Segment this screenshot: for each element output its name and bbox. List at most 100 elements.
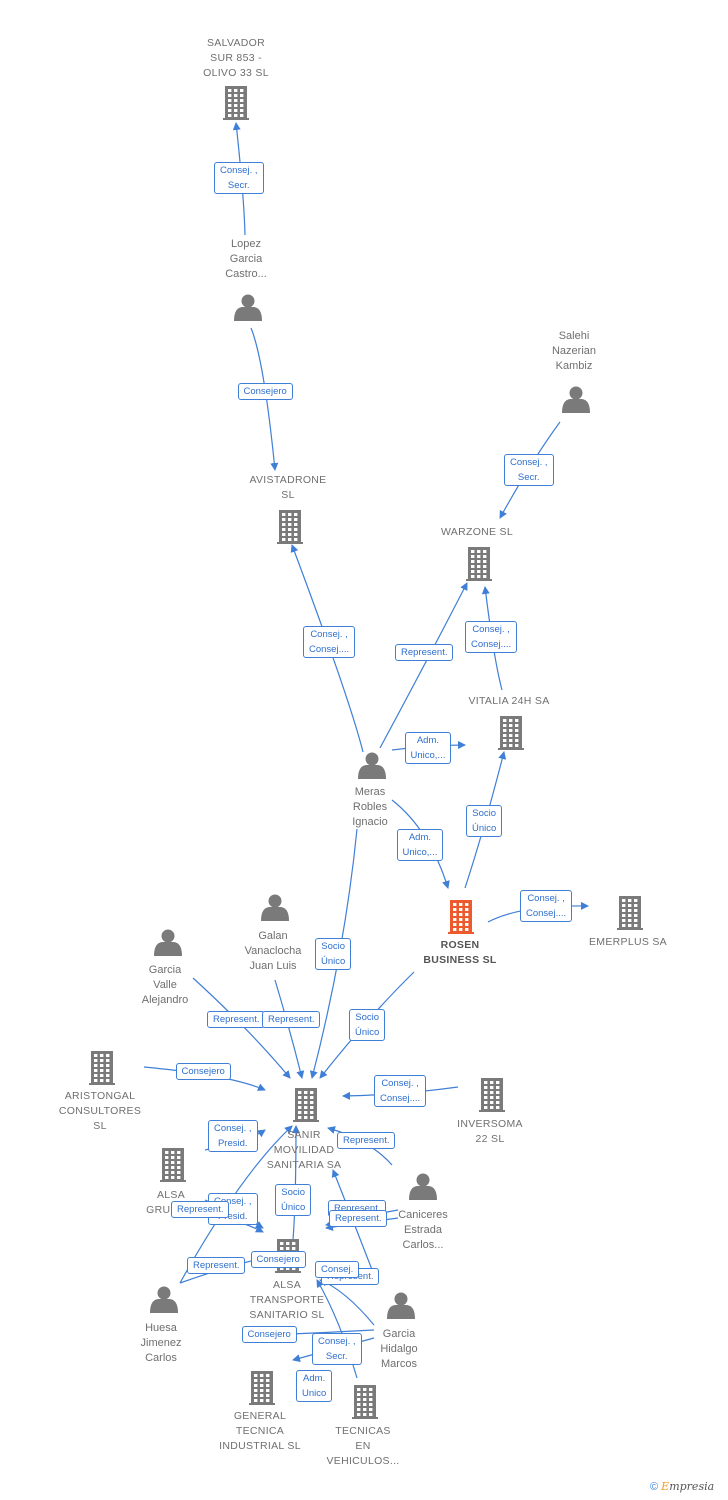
node-label-line: Caniceres [398, 1209, 448, 1221]
warzone-building-icon[interactable] [466, 547, 492, 581]
edge-label-line: Represent. [334, 1202, 381, 1214]
edge-label-galan-to-sanir[interactable]: Represent. [262, 1010, 321, 1028]
meras-person-icon[interactable] [358, 752, 386, 780]
edge-label-alsa_grupo-to-alsa_transporte[interactable]: Consej. ,Presid. [208, 1193, 258, 1225]
node-label-line: Kambiz [555, 360, 593, 372]
edge-label-garcia_hidalgo-to-alsa_transporte[interactable]: Consej. [315, 1260, 360, 1278]
node-label-alsa_transporte[interactable]: ALSA TRANSPORTE SANITARIO SL [222, 1278, 352, 1323]
node-label-line: Carlos... [402, 1239, 444, 1251]
edge-label-line: Consej. , [214, 1196, 252, 1207]
node-label-line: ALSA [272, 1279, 302, 1291]
edge-label-meras-to-vitalia[interactable]: Adm.Unico,... [404, 732, 452, 764]
caniceres-person-icon[interactable] [409, 1173, 437, 1201]
alsa_grupo-building-icon[interactable] [160, 1148, 186, 1182]
salvador-building-icon[interactable] [223, 86, 249, 120]
edge-label-line: Único [281, 1202, 306, 1213]
edge-label-lopez-to-avistadrone[interactable]: Consejero [237, 382, 293, 400]
node-label-line: AVISTADRONE [249, 474, 327, 486]
edge-label-alsa_grupo-to-alsa_transporte[interactable]: Represent. [171, 1200, 230, 1218]
node-label-line: Robles [352, 801, 388, 813]
edge-label-line: Socio [281, 1187, 306, 1198]
node-label-line: Huesa [145, 1322, 177, 1334]
node-label-line: Garcia [382, 1328, 416, 1340]
node-label-line: EN [355, 1440, 371, 1452]
edge-label-line: Consej. , [310, 629, 348, 640]
edge-lopez-to-avistadrone [250, 327, 279, 471]
edge-label-garcia_valle-to-sanir[interactable]: Represent. [207, 1010, 266, 1028]
edge-label-line: Secr. [325, 1351, 348, 1362]
edge-label-garcia_hidalgo-to-general_tecnica[interactable]: Consej. ,Secr. [312, 1333, 362, 1365]
rosen-building-icon[interactable] [448, 900, 474, 934]
avistadrone-building-icon[interactable] [277, 510, 303, 544]
edge-label-caniceres-to-sanir[interactable]: Represent. [337, 1131, 396, 1149]
lopez-person-icon[interactable] [234, 294, 262, 322]
node-label-line: SANITARIO SL [249, 1309, 325, 1321]
edge-label-tecnicas-to-alsa_transporte[interactable]: Adm.Unico [296, 1370, 333, 1402]
galan-person-icon[interactable] [261, 894, 289, 922]
node-label-line: Ignacio [352, 816, 388, 828]
sanir-building-icon[interactable] [293, 1088, 319, 1122]
edge-label-line: Consej.... [309, 644, 350, 655]
node-label-line: SL [281, 489, 295, 501]
node-label-avistadrone[interactable]: AVISTADRONE SL [223, 473, 353, 503]
edge-label-inversoma-to-sanir[interactable]: Consej. ,Consej.... [374, 1075, 427, 1107]
edge-label-meras-to-rosen[interactable]: Adm.Unico,... [396, 829, 444, 861]
edge-label-aristongal-to-sanir[interactable]: Consejero [175, 1062, 231, 1080]
node-label-line: Meras [354, 786, 386, 798]
edge-label-huesa-to-sanir[interactable]: Represent. [187, 1256, 246, 1274]
node-label-line: SUR 853 - [210, 52, 262, 64]
node-label-emerplus[interactable]: EMERPLUS SA [563, 935, 693, 950]
edge-label-garcia_hidalgo-to-alsa_transporte[interactable]: Consejero [241, 1325, 297, 1343]
node-label-warzone[interactable]: WARZONE SL [412, 525, 542, 540]
aristongal-building-icon[interactable] [89, 1051, 115, 1085]
edge-label-rosen-to-emerplus[interactable]: Consej. ,Consej.... [520, 890, 573, 922]
node-label-line: Estrada [404, 1224, 442, 1236]
node-label-line: TRANSPORTE [249, 1294, 325, 1306]
edge-label-vitalia-to-warzone[interactable]: Consej. ,Consej.... [465, 621, 518, 653]
edge-label-line: Consej.... [526, 908, 567, 919]
footer-credit: © Empresia [650, 1480, 714, 1493]
garcia_valle-person-icon[interactable] [154, 929, 182, 957]
node-label-line: Galan [258, 930, 288, 942]
node-label-vitalia[interactable]: VITALIA 24H SA [444, 694, 574, 709]
emerplus-building-icon[interactable] [617, 896, 643, 930]
edge-label-huesa-to-alsa_transporte[interactable]: Consejero [250, 1250, 306, 1268]
edge-label-meras-to-avistadrone[interactable]: Consej. , Consej.... [303, 626, 356, 658]
vitalia-building-icon[interactable] [498, 716, 524, 750]
edge-label-caniceres-to-alsa_transporte[interactable]: Represent. [329, 1209, 388, 1227]
general_tecnica-building-icon[interactable] [249, 1371, 275, 1405]
inversoma-building-icon[interactable] [479, 1078, 505, 1112]
node-label-line: Garcia [229, 253, 263, 265]
node-label-line: Nazerian [551, 345, 597, 357]
huesa-person-icon[interactable] [150, 1286, 178, 1314]
node-label-line: Juan Luis [249, 960, 297, 972]
garcia_hidalgo-person-icon[interactable] [387, 1292, 415, 1320]
tecnicas-building-icon[interactable] [352, 1385, 378, 1419]
edge-galan-to-sanir [274, 979, 305, 1079]
edge-label-meras-to-warzone[interactable]: Represent. [395, 643, 454, 661]
salehi-person-icon[interactable] [562, 386, 590, 414]
edge-label-lopez-to-salvador[interactable]: Consej. ,Secr. [214, 162, 264, 194]
node-label-line: VITALIA 24H SA [468, 695, 550, 707]
edge-label-alsa_grupo-to-sanir[interactable]: Consej. ,Presid. [208, 1120, 258, 1152]
edge-label-salehi-to-warzone[interactable]: Consej. ,Secr. [504, 454, 554, 486]
